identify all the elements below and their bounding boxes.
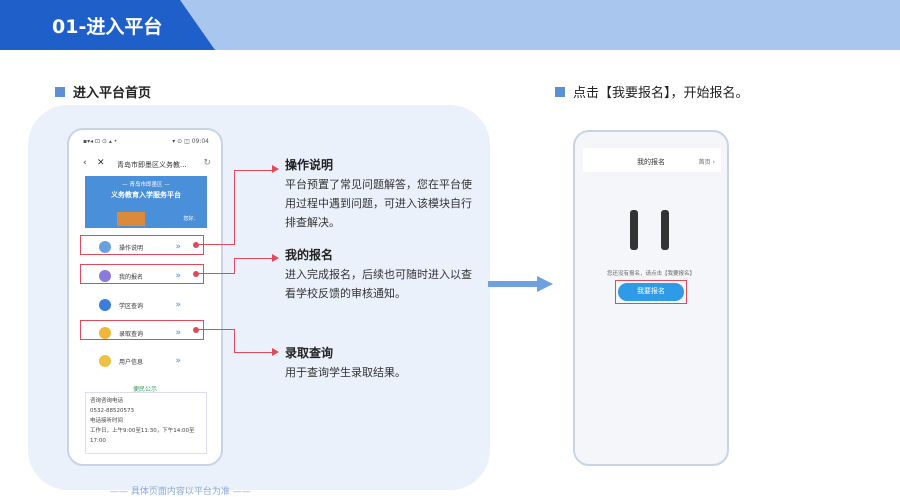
connector-line [234,170,274,171]
annotation-instructions: 操作说明平台预置了常见问题解答，您在平台使用过程中遇到问题，可进入该模块自行排查… [285,156,475,232]
annotation-registration: 我的报名进入完成报名，后续也可随时进入以查看学校反馈的审核通知。 [285,246,475,303]
arrow-head [272,165,279,173]
notice-line: 0532-88520573 [90,408,134,414]
home-link[interactable]: 首页 › [698,159,715,166]
notice-line: 17:00 [90,438,106,444]
notice-box: 咨询咨询电话 0532-88520573 电话接听时间 工作日，上午9:00至1… [85,392,207,454]
left-phone: ▪▾◂ ⊡ ⊙ ▴ • ▾ ⊙ ◫ 09:04 ‹ ✕ 青岛市即墨区义务教...… [67,128,223,466]
highlight-instructions [80,235,204,255]
register-button[interactable]: 我要报名 [618,283,684,301]
connector-line [199,273,235,274]
highlight-registration [80,264,204,284]
connector-dot [193,242,199,248]
back-icon[interactable]: ‹ [83,158,87,168]
annotation-text: 用于查询学生录取结果。 [285,366,406,379]
flow-arrow-shaft [488,281,538,287]
menu-label: 录取查询 [119,330,144,338]
user-icon [99,355,111,367]
connector-line [199,244,235,245]
menu-item-my-registration[interactable]: 我的报名 » [81,265,211,287]
section-label-text: 进入平台首页 [73,86,152,101]
notice-line: 咨询咨询电话 [90,398,124,404]
footnote-text: 具体页面内容以平台为准 [130,487,230,497]
menu-label: 学区查询 [119,302,144,310]
connector-line [234,352,274,353]
network-icon [99,241,111,253]
connector-line [234,258,235,274]
menu-label: 用户信息 [119,358,144,366]
right-nav-bar [583,148,721,172]
arrow-head [272,348,279,356]
right-nav-title: 我的报名 [637,158,665,166]
connector-dot [193,271,199,277]
empty-hint: 您还没有报名，请点击【我要报名】 [606,271,695,277]
menu-label: 我的报名 [119,273,144,281]
notice-title: 便民公示 [132,386,157,393]
nav-title: 青岛市即墨区义务教... [117,161,187,169]
page-title: 01-进入平台 [52,16,163,38]
arrow-head [272,254,279,262]
connector-line [234,258,274,259]
menu-item-user-info[interactable]: 用户信息 » [81,350,211,372]
highlight-admission [80,320,204,340]
footnote: —— 具体页面内容以平台为准 —— [110,487,251,497]
menu-item-district-query[interactable]: 学区查询 » [81,294,211,316]
menu-label: 操作说明 [119,244,144,252]
platform-banner: — 青岛市即墨区 — 义务教育入学服务平台 您好, [85,176,207,228]
notice-line: 电话接听时间 [90,418,124,424]
home-label: 首页 [698,159,711,166]
right-phone: 我的报名 首页 › 您还没有报名，请点击【我要报名】 我要报名 [573,130,729,466]
menu-item-instructions[interactable]: 操作说明 » [81,236,211,258]
registration-icon [99,270,111,282]
banner-title: 义务教育入学服务平台 [111,191,181,199]
header-title-tab [0,0,215,50]
menu-item-admission-query[interactable]: 录取查询 » [81,322,211,344]
chevron-icon: » [175,356,181,366]
close-icon[interactable]: ✕ [97,158,105,168]
connector-line [234,329,235,352]
annotation-title: 我的报名 [285,248,334,262]
key-icon [99,327,111,339]
banner-greeting: 您好, [183,216,195,222]
section-label-left: 进入平台首页 [55,82,151,101]
chevron-icon: » [175,328,181,338]
annotation-admission: 录取查询用于查询学生录取结果。 [285,344,475,382]
annotation-text: 平台预置了常见问题解答，您在平台使用过程中遇到问题，可进入该模块自行排查解决。 [285,178,472,229]
annotation-title: 操作说明 [285,158,334,172]
student-illustration [630,210,638,250]
flow-arrow-icon [537,276,553,292]
status-right: ▾ ⊙ ◫ 09:04 [172,138,209,145]
chevron-icon: » [175,300,181,310]
refresh-icon[interactable]: ↻ [203,158,211,168]
chevron-icon: » [175,271,181,281]
banner-sub: — 青岛市即墨区 — [122,182,170,188]
section-label-text: 点击【我要报名】，开始报名。 [573,86,749,101]
connector-line [234,170,235,245]
connector-line [199,329,235,330]
section-label-right: 点击【我要报名】，开始报名。 [555,82,749,101]
connector-dot [193,327,199,333]
annotation-text: 进入完成报名，后续也可随时进入以查看学校反馈的审核通知。 [285,268,472,300]
search-icon [99,299,111,311]
student-illustration [661,210,669,250]
annotation-title: 录取查询 [285,346,334,360]
status-left: ▪▾◂ ⊡ ⊙ ▴ • [83,138,118,145]
desk-illustration [117,212,145,226]
notice-line: 工作日，上午9:00至11:30，下午14:00至 [90,428,195,434]
highlight-register-button: 我要报名 [615,280,687,304]
chevron-icon: » [175,242,181,252]
